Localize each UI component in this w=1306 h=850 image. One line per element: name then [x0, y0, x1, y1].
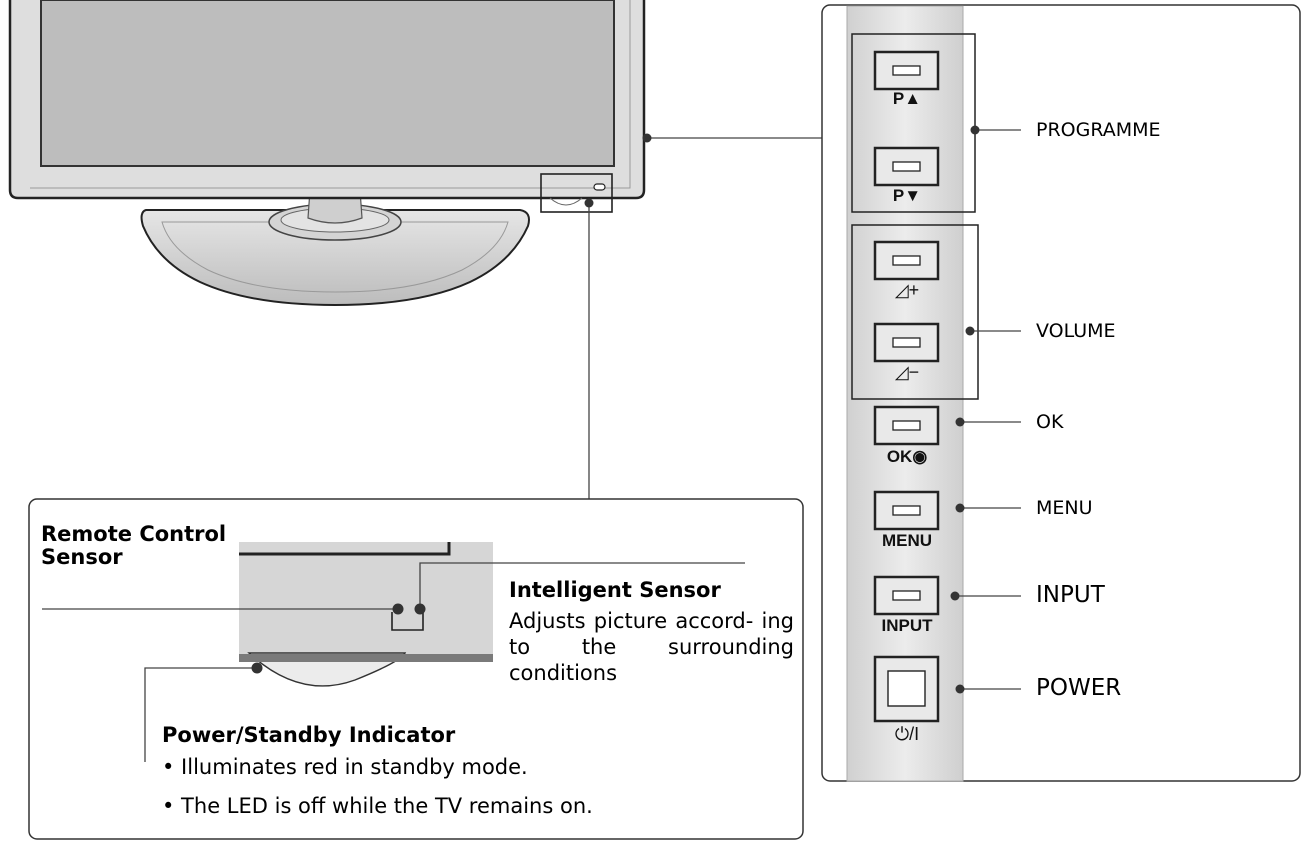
input-button[interactable]: [873, 575, 940, 616]
tv-front-view: [8, 0, 646, 307]
intelligent-sensor-description: Adjusts picture accord- ing to the surro…: [509, 609, 794, 685]
intelligent-sensor-title: Intelligent Sensor: [509, 578, 721, 602]
leader-lines: [955, 129, 1021, 690]
volume-down-button[interactable]: [873, 322, 940, 363]
ok-button[interactable]: [873, 405, 940, 446]
programme-up-button[interactable]: [873, 50, 940, 91]
leader-dots: [950, 125, 980, 694]
remote-sensor-line1: Remote Control: [41, 522, 227, 546]
sensor-window: [391, 612, 424, 631]
power-indicator-title: Power/Standby Indicator: [162, 723, 456, 747]
programme-down-caption: P▼: [892, 186, 922, 205]
power-caption: ⏻/I: [894, 724, 920, 744]
volume-up-caption: ◿+: [894, 280, 920, 300]
volume-label: VOLUME: [1036, 320, 1116, 342]
volume-group-box: [851, 224, 979, 400]
menu-button[interactable]: [873, 490, 940, 531]
programme-down-button[interactable]: [873, 146, 940, 187]
volume-down-caption: ◿−: [894, 362, 920, 382]
power-label: POWER: [1036, 675, 1122, 701]
input-caption: INPUT: [881, 616, 933, 635]
menu-caption: MENU: [881, 531, 933, 550]
power-indicator-bullet-2: • The LED is off while the TV remains on…: [162, 794, 593, 818]
detail-dots: [251, 603, 426, 674]
remote-sensor-line2: Sensor: [41, 545, 123, 569]
input-label: INPUT: [1036, 582, 1105, 608]
programme-label: PROGRAMME: [1036, 119, 1161, 141]
sensor-highlight-box: [540, 173, 613, 213]
menu-label: MENU: [1036, 497, 1093, 519]
ok-label: OK: [1036, 411, 1064, 433]
power-button[interactable]: [873, 655, 940, 723]
programme-group-box: [851, 33, 976, 213]
tv-screen: [40, 0, 615, 167]
side-control-strip: [846, 5, 964, 782]
detail-panel-box: [28, 498, 804, 840]
programme-up-caption: P▲: [892, 89, 922, 108]
power-indicator-bullet-1: • Illuminates red in standby mode.: [162, 755, 528, 779]
remote-sensor-label: Remote Control Sensor: [41, 523, 226, 569]
sensor-closeup: [239, 542, 493, 687]
ok-caption: OK◉: [886, 447, 928, 466]
volume-up-button[interactable]: [873, 240, 940, 281]
detail-leaders: [42, 562, 745, 762]
